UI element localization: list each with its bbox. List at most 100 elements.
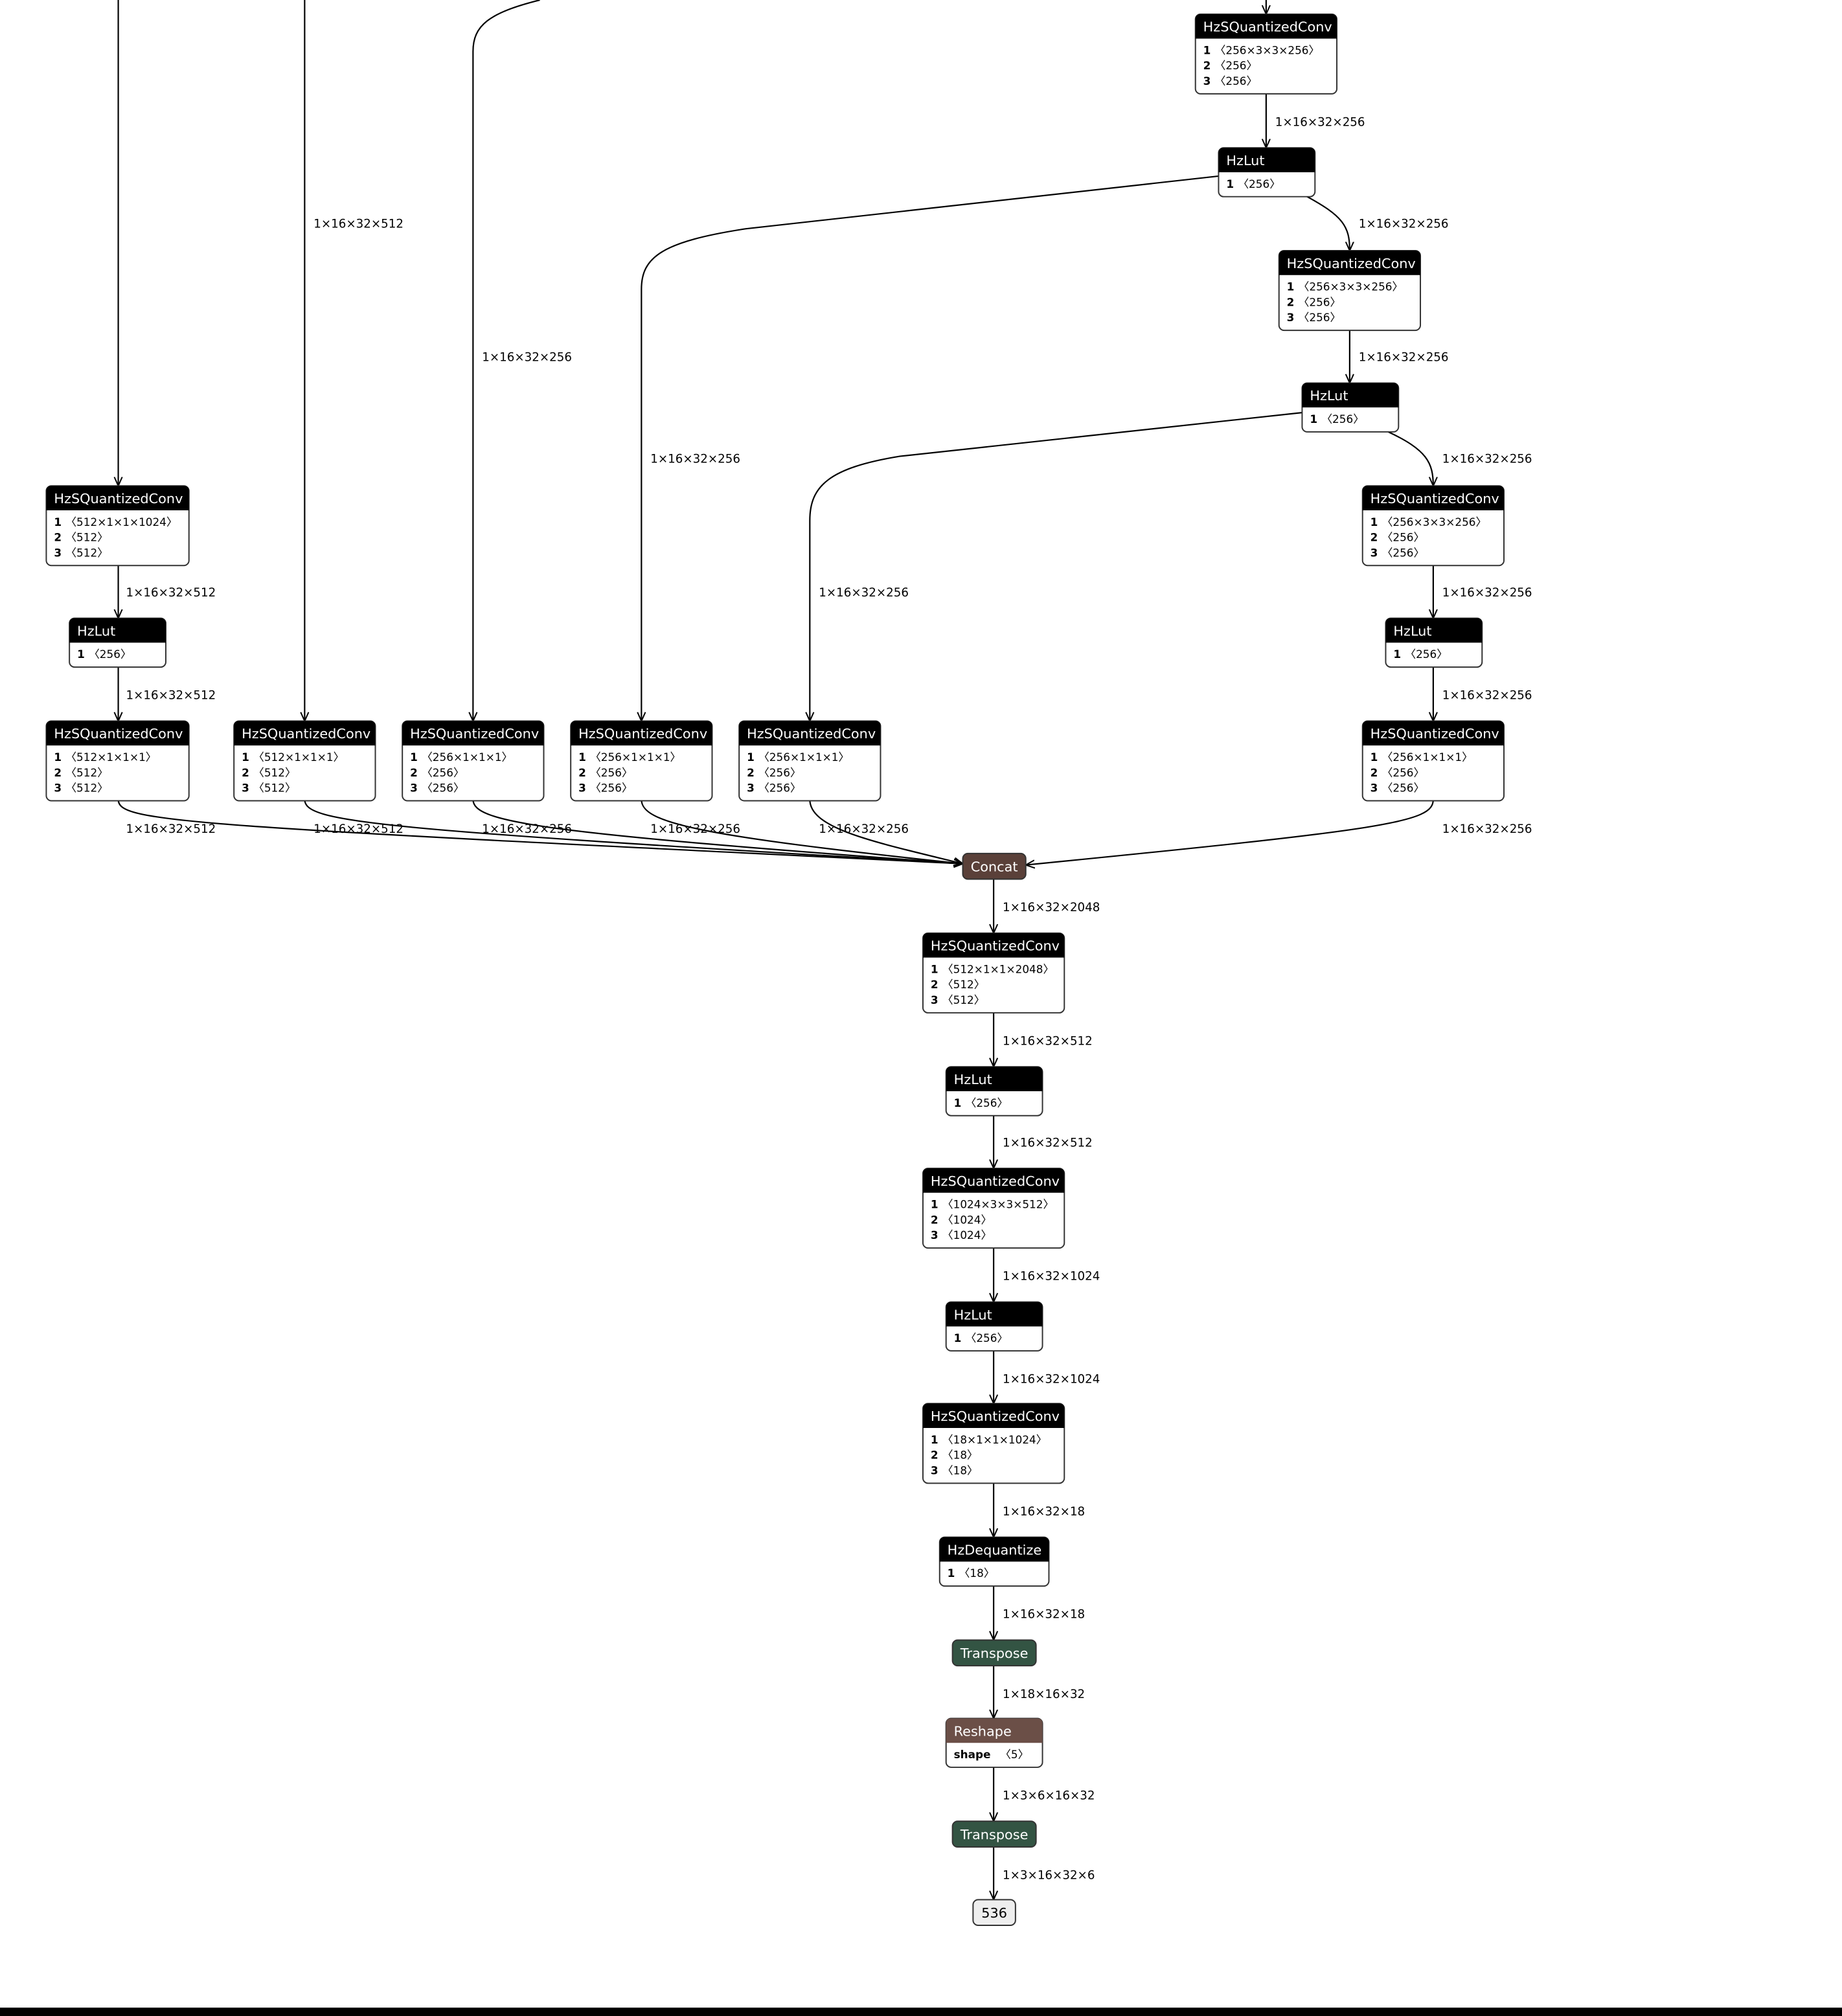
node-attribute-key: 1: [948, 1567, 955, 1580]
node-hzsquantizedconv[interactable]: HzSQuantizedConv1〈256×3×3×256〉2〈256〉3〈25…: [1278, 250, 1422, 332]
node-attribute-value: 〈18〉: [942, 1464, 978, 1477]
node-attribute-value: 〈256〉: [422, 782, 464, 795]
node-attribute-key: 1: [242, 751, 249, 764]
edge-connector[interactable]: [1026, 799, 1434, 865]
node-attribute-value: 〈256〉: [1382, 546, 1424, 559]
node-header: [402, 721, 544, 746]
node-box: [962, 852, 1027, 880]
node-attribute-key: 1: [1370, 751, 1378, 764]
node-attribute-value: 〈256〉: [1382, 782, 1424, 795]
node-title: HzSQuantizedConv: [54, 726, 183, 742]
node-attribute-value: 〈512〉: [65, 782, 108, 795]
node-hzsquantizedconv[interactable]: HzSQuantizedConv1〈512×1×1×2048〉2〈512〉3〈5…: [922, 932, 1065, 1014]
node-attribute-key: 3: [1287, 311, 1295, 324]
node-title: 536: [981, 1905, 1007, 1921]
edge-tensor-shape-label: 1×16×32×18: [1003, 1505, 1085, 1519]
edge-connector[interactable]: [473, 0, 540, 721]
node-title: HzSQuantizedConv: [747, 726, 876, 742]
edge-tensor-shape-label: 1×16×32×1024: [1003, 1373, 1100, 1387]
node-attribute-value: 〈256×3×3×256〉: [1382, 515, 1486, 528]
edge-connector[interactable]: [809, 799, 962, 863]
node-transpose[interactable]: Transpose: [951, 1820, 1037, 1848]
node-attribute-key: 1: [1310, 413, 1317, 425]
edge-connector[interactable]: [117, 799, 963, 863]
node-attribute-key: 2: [931, 1449, 938, 1462]
edge-connector[interactable]: [1304, 194, 1349, 251]
edge-tensor-shape-label: 1×16×32×256: [1442, 689, 1532, 703]
node-attribute-value: 〈256〉: [1405, 648, 1448, 661]
node-attribute-key: 2: [578, 766, 586, 779]
node-attribute-key: 3: [747, 782, 755, 795]
node-box: [951, 1820, 1037, 1848]
edge-connector[interactable]: [810, 412, 1302, 721]
node-attribute-value: 〈1024×3×3×512〉: [942, 1198, 1054, 1211]
node-hzsquantizedconv[interactable]: HzSQuantizedConv1〈256×3×3×256〉2〈256〉3〈25…: [1194, 13, 1338, 95]
edge-tensor-shape-label: 1×3×6×16×32: [1003, 1789, 1095, 1803]
node-attribute-value: 〈18〉: [959, 1567, 995, 1580]
node-attribute-key: 1: [954, 1331, 962, 1344]
node-attribute-key: 1: [1287, 280, 1295, 293]
edge-connector[interactable]: [1387, 431, 1433, 486]
edge-tensor-shape-label: 1×16×32×256: [1442, 822, 1532, 836]
node-header: [1302, 383, 1399, 408]
node-attribute-value: 〈256〉: [758, 766, 801, 779]
node-attribute-key: 2: [54, 531, 62, 544]
edges-layer: 1×16×32×256 1×16×32×256 1×16×32×256 1×16×32…: [119, 0, 1532, 1899]
node-title: HzLut: [77, 623, 115, 639]
edge-tensor-shape-label: 1×18×16×32: [1003, 1688, 1085, 1701]
edge-connector[interactable]: [641, 175, 1219, 721]
node-attribute-value: 〈512×1×1×2048〉: [942, 962, 1054, 975]
node-hzsquantizedconv[interactable]: HzSQuantizedConv1〈1024×3×3×512〉2〈1024〉3〈…: [922, 1168, 1065, 1249]
node-536[interactable]: 536: [972, 1899, 1016, 1927]
edge-connector[interactable]: [641, 799, 962, 863]
node-header: [1195, 14, 1337, 39]
edge-tensor-shape-label: 1×16×32×18: [1003, 1608, 1085, 1622]
node-concat[interactable]: Concat: [962, 852, 1027, 880]
node-attribute-value: 〈512〉: [65, 546, 108, 559]
node-hzsquantizedconv[interactable]: HzSQuantizedConv1〈256×3×3×256〉2〈256〉3〈25…: [1361, 485, 1505, 567]
node-attribute-value: 〈256〉: [1238, 177, 1280, 190]
node-attribute-value: 〈512〉: [253, 782, 296, 795]
node-header: [922, 1403, 1065, 1428]
node-hzsquantizedconv[interactable]: HzSQuantizedConv1〈512×1×1×1024〉2〈512〉3〈5…: [45, 485, 190, 567]
node-attribute-value: 〈512×1×1×1024〉: [65, 515, 177, 528]
edge-tensor-shape-label: 1×16×32×512: [313, 217, 404, 231]
edge-connector[interactable]: [304, 799, 962, 863]
node-attribute-value: 〈256×1×1×1〉: [1382, 751, 1472, 764]
node-attribute-value: 〈256×1×1×1〉: [758, 751, 849, 764]
edge-tensor-shape-label: 1×16×32×256: [482, 351, 572, 365]
node-attribute-key: 3: [578, 782, 586, 795]
edge-connector[interactable]: [472, 799, 962, 863]
node-attribute-key: 1: [1226, 177, 1234, 190]
node-attribute-key: 2: [931, 1213, 938, 1226]
node-attribute-value: 〈18×1×1×1024〉: [942, 1433, 1047, 1446]
node-attribute-value: 〈1024〉: [942, 1213, 992, 1226]
edge-tensor-shape-label: 1×16×32×512: [313, 822, 404, 836]
node-attribute-key: 1: [77, 648, 85, 661]
node-attribute-key: 3: [242, 782, 249, 795]
node-title: HzSQuantizedConv: [931, 1409, 1060, 1424]
node-transpose[interactable]: Transpose: [951, 1639, 1037, 1667]
node-header: [946, 1067, 1043, 1092]
node-title: HzSQuantizedConv: [242, 726, 370, 742]
node-title: HzSQuantizedConv: [54, 491, 183, 506]
edge-tensor-shape-label: 1×16×32×256: [819, 822, 909, 836]
node-attribute-key: 1: [54, 515, 62, 528]
node-attribute-key: 2: [1287, 295, 1295, 308]
